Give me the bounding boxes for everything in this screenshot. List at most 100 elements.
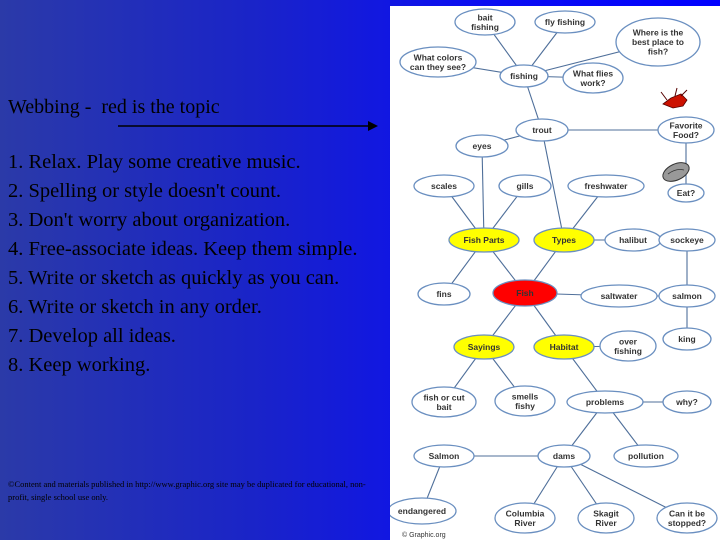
node-salmon: salmon bbox=[658, 284, 716, 308]
node-label-pollution: pollution bbox=[628, 451, 664, 461]
node-label-why: why? bbox=[675, 397, 698, 407]
node-label-problems: problems bbox=[586, 397, 625, 407]
node-label-what-flies: What flies bbox=[573, 68, 613, 78]
node-eyes: eyes bbox=[455, 134, 509, 158]
node-ellipse-trout bbox=[515, 118, 569, 142]
heading-arrow bbox=[118, 121, 378, 131]
node-ellipse-where-best-place bbox=[615, 17, 701, 67]
node-label-where-best-place: Where is the bbox=[633, 28, 684, 38]
node-label-bait-fishing: bait bbox=[477, 12, 492, 22]
node-ellipse-can-it-be-stopped bbox=[656, 502, 718, 534]
node-eat: Eat? bbox=[667, 183, 705, 203]
eat-icon bbox=[662, 162, 690, 182]
favorite-food-icon bbox=[660, 87, 688, 109]
node-ellipse-fish-parts bbox=[448, 227, 520, 253]
node-label-sayings: Sayings bbox=[468, 342, 501, 352]
node-label-skagit-river: River bbox=[595, 518, 617, 528]
step-4: 4. Free-associate ideas. Keep them simpl… bbox=[8, 238, 358, 260]
node-freshwater: freshwater bbox=[567, 174, 645, 198]
node-label-eat: Eat? bbox=[677, 188, 695, 198]
step-2: 2. Spelling or style doesn't count. bbox=[8, 180, 282, 202]
node-fish: Fish bbox=[492, 279, 558, 307]
node-ellipse-bait-fishing bbox=[454, 8, 516, 36]
node-fly-fishing: fly fishing bbox=[534, 10, 596, 34]
node-label-favorite-food: Favorite bbox=[669, 120, 702, 130]
node-ellipse-freshwater bbox=[567, 174, 645, 198]
node-ellipse-saltwater bbox=[580, 284, 658, 308]
steps-list: 1. Relax. Play some creative music. 2. S… bbox=[8, 148, 378, 380]
node-ellipse-eat bbox=[667, 183, 705, 203]
node-label-where-best-place: best place to bbox=[632, 37, 684, 47]
node-label-bait-fishing: fishing bbox=[471, 22, 499, 32]
step-8: 8. Keep working. bbox=[8, 354, 151, 376]
node-label-where-best-place: fish? bbox=[648, 47, 668, 57]
node-problems: problems bbox=[566, 390, 644, 414]
node-ellipse-types bbox=[533, 227, 595, 253]
node-ellipse-over-fishing bbox=[599, 330, 657, 362]
node-fins: fins bbox=[417, 282, 471, 306]
node-label-can-it-be-stopped: Can it be bbox=[669, 508, 705, 518]
node-ellipse-what-colors bbox=[399, 46, 477, 78]
node-label-endangered: endangered bbox=[398, 506, 446, 516]
node-label-trout: trout bbox=[532, 125, 552, 135]
node-label-salmon: salmon bbox=[672, 291, 702, 301]
node-ellipse-endangered bbox=[390, 497, 457, 525]
node-ellipse-favorite-food bbox=[657, 116, 715, 144]
node-ellipse-fish-or-cut-bait bbox=[411, 386, 477, 418]
node-ellipse-smells-fishy bbox=[494, 385, 556, 417]
node-label-halibut: halibut bbox=[619, 235, 647, 245]
node-dams: dams bbox=[537, 444, 591, 468]
node-ellipse-fish bbox=[492, 279, 558, 307]
edge-eyes-fish-parts bbox=[481, 145, 485, 241]
node-label-fish: Fish bbox=[516, 288, 533, 298]
node-label-smells-fishy: smells bbox=[512, 391, 539, 401]
node-label-scales: scales bbox=[431, 181, 457, 191]
node-sayings: Sayings bbox=[453, 334, 515, 360]
node-sockeye: sockeye bbox=[658, 228, 716, 252]
node-label-sockeye: sockeye bbox=[670, 235, 704, 245]
step-3: 3. Don't worry about organization. bbox=[8, 209, 291, 231]
node-king: king bbox=[662, 327, 712, 351]
node-types: Types bbox=[533, 227, 595, 253]
node-ellipse-salmon bbox=[658, 284, 716, 308]
node-ellipse-eyes bbox=[455, 134, 509, 158]
node-label-over-fishing: over bbox=[619, 336, 638, 346]
node-salmon-river: Salmon bbox=[413, 444, 475, 468]
node-label-favorite-food: Food? bbox=[673, 130, 699, 140]
node-habitat: Habitat bbox=[533, 334, 595, 360]
node-label-dams: dams bbox=[553, 451, 575, 461]
node-ellipse-fishing bbox=[499, 64, 549, 88]
node-label-saltwater: saltwater bbox=[601, 291, 639, 301]
node-halibut: halibut bbox=[604, 228, 662, 252]
node-fish-parts: Fish Parts bbox=[448, 227, 520, 253]
node-ellipse-salmon-river bbox=[413, 444, 475, 468]
node-saltwater: saltwater bbox=[580, 284, 658, 308]
slide-heading: Webbing - red is the topic bbox=[8, 96, 220, 118]
node-gills: gills bbox=[498, 174, 552, 198]
node-label-can-it-be-stopped: stopped? bbox=[668, 518, 706, 528]
node-trout: trout bbox=[515, 118, 569, 142]
step-6: 6. Write or sketch in any order. bbox=[8, 296, 262, 318]
node-label-fly-fishing: fly fishing bbox=[545, 17, 585, 27]
node-ellipse-what-flies bbox=[562, 62, 624, 94]
node-ellipse-sockeye bbox=[658, 228, 716, 252]
node-ellipse-fins bbox=[417, 282, 471, 306]
step-7: 7. Develop all ideas. bbox=[8, 325, 176, 347]
node-endangered: endangered bbox=[390, 497, 457, 525]
node-ellipse-sayings bbox=[453, 334, 515, 360]
node-label-columbia-river: River bbox=[514, 518, 536, 528]
copyright-notice: ©Content and materials published in http… bbox=[8, 479, 366, 502]
node-label-columbia-river: Columbia bbox=[506, 508, 545, 518]
step-1: 1. Relax. Play some creative music. bbox=[8, 151, 301, 173]
node-label-fish-or-cut-bait: bait bbox=[436, 402, 451, 412]
